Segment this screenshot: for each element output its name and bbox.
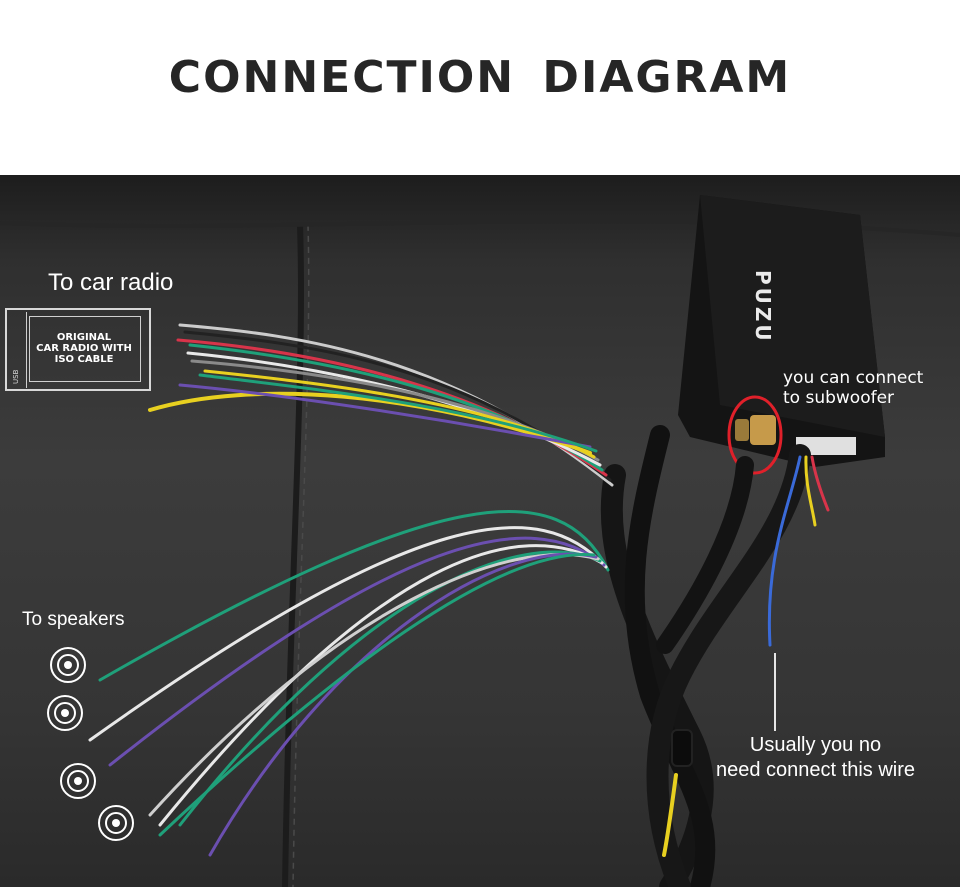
speaker-icon <box>60 763 96 799</box>
speaker-icon <box>98 805 134 841</box>
car-radio-box: USB <box>5 308 151 391</box>
seat-seam <box>282 224 304 887</box>
subwoofer-label-line-2: to subwoofer <box>783 388 895 408</box>
amplifier-box <box>678 195 885 467</box>
radio-line-3: ISO CABLE <box>54 354 114 365</box>
radio-ports: USB <box>10 312 27 388</box>
wiring-illustration <box>0 195 960 887</box>
car-radio-text: ORIGINAL CAR RADIO WITH ISO CABLE <box>30 332 138 365</box>
speaker-icon <box>50 647 86 683</box>
subwoofer-label-line-1: you can connect <box>783 368 924 388</box>
subwoofer-label: you can connect to subwoofer <box>783 368 923 408</box>
photo-area: To car radio USB ORIGINAL CAR RADIO WITH… <box>0 175 960 887</box>
header: CONNECTION DIAGRAM <box>0 0 960 175</box>
wire-note-line-2: need connect this wire <box>716 759 916 781</box>
wire-note-label: Usually you no need connect this wire <box>716 733 915 783</box>
radio-wires <box>148 323 614 487</box>
radio-screen <box>29 316 141 382</box>
subwoofer-highlight <box>727 395 783 475</box>
speaker-wires <box>88 510 610 857</box>
page-title: CONNECTION DIAGRAM <box>168 52 792 103</box>
speaker-icon <box>47 695 83 731</box>
radio-line-1: ORIGINAL <box>56 332 112 343</box>
usb-port-label: USB <box>12 369 20 384</box>
amplifier-brand-logo: PUZU <box>751 270 775 344</box>
wire-note-line-1: Usually you no <box>749 734 882 756</box>
connector-wires <box>767 455 830 647</box>
to-speakers-label: To speakers <box>22 609 125 630</box>
to-car-radio-label: To car radio <box>48 269 174 296</box>
wire-harness <box>600 425 811 887</box>
radio-line-2: CAR RADIO WITH <box>36 343 132 354</box>
